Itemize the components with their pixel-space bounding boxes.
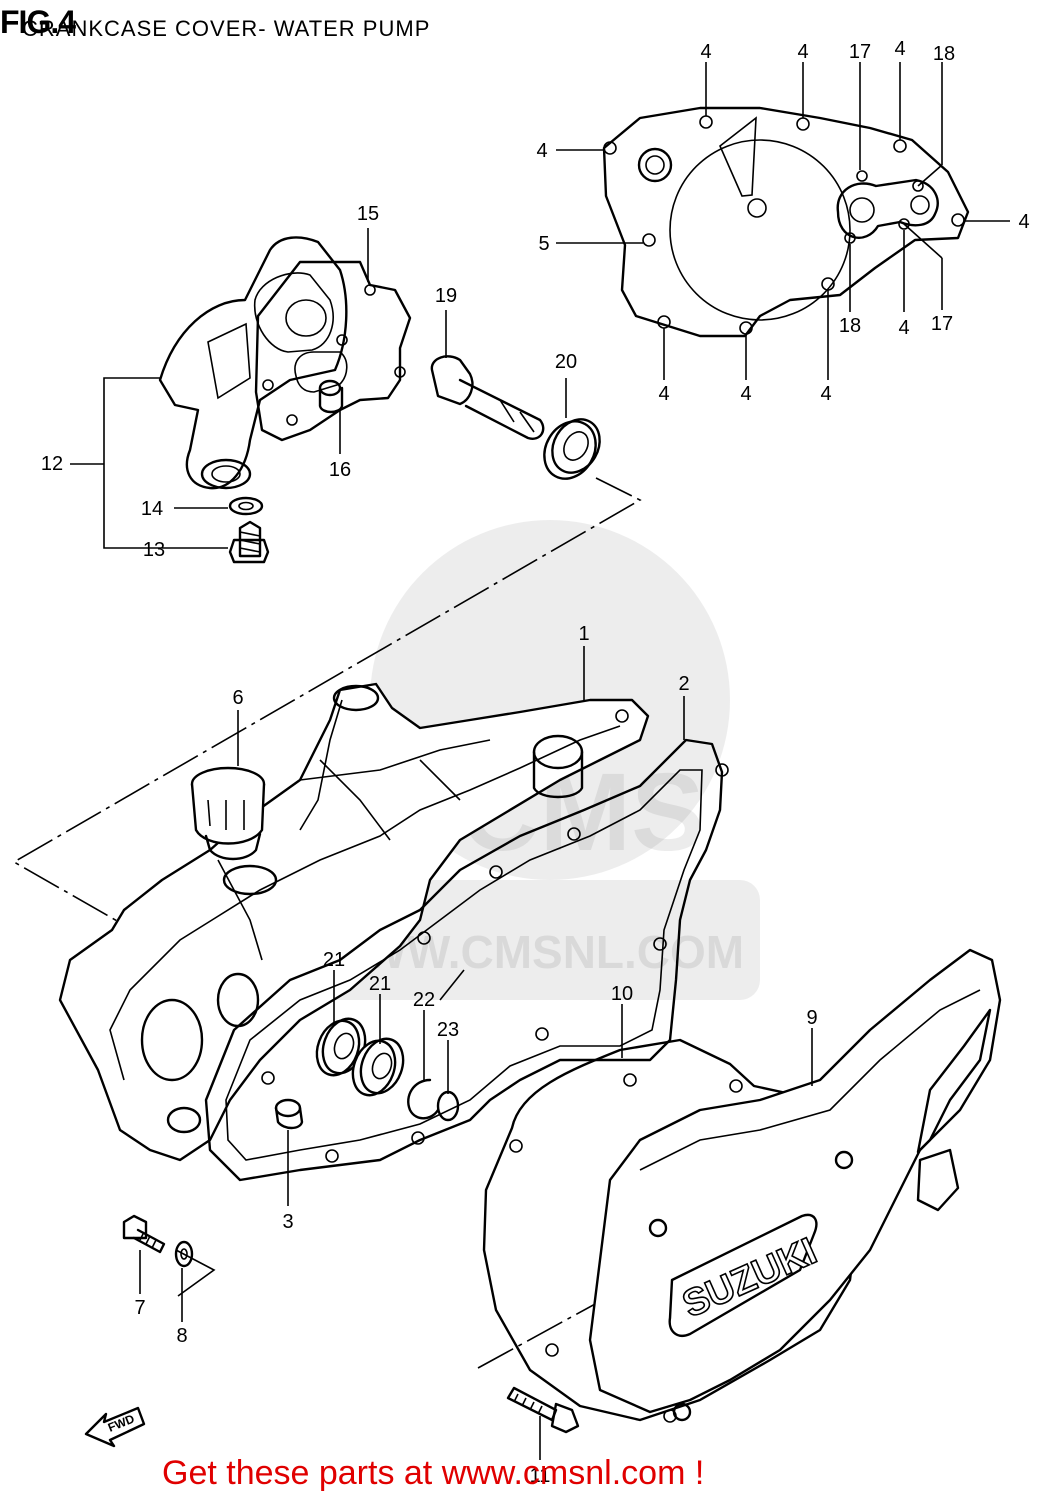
seal-part-20: [543, 378, 601, 480]
callout-17: 17: [849, 41, 871, 63]
bolt-part-13: [228, 520, 270, 564]
callout-20: 20: [555, 351, 577, 373]
callout-4: 4: [1018, 211, 1029, 233]
callout-15: 15: [357, 203, 379, 225]
gasket-part-15: [254, 228, 412, 442]
bolt-part-7: [122, 1214, 166, 1294]
dowel-part-3: [274, 1098, 304, 1206]
pin-part-16: [318, 379, 344, 454]
oil-cap-part-6: [190, 710, 266, 861]
callout-11: 11: [530, 1465, 551, 1487]
callout-13: 13: [143, 539, 165, 561]
callout-18: 18: [839, 315, 861, 337]
callout-16: 16: [329, 459, 351, 481]
callout-4: 4: [820, 383, 831, 405]
callout-23: 23: [437, 1019, 459, 1041]
impeller-part-19: [430, 310, 545, 440]
callout-5: 5: [538, 233, 549, 255]
callout-22: 22: [413, 989, 435, 1011]
callout-labels: 4 4 17 4 18 4 4 5 18 4 17 4 4 4 15 19 20…: [41, 38, 1030, 1487]
callout-14: 14: [141, 498, 163, 520]
water-pump-cover-part-12: [158, 236, 348, 490]
washer-part-14: [174, 496, 264, 516]
callout-2: 2: [678, 673, 689, 695]
fwd-direction-arrow: FWD: [84, 1406, 146, 1448]
bolt-part-11: [506, 1386, 580, 1460]
callout-6: 6: [232, 687, 243, 709]
callout-21: 21: [323, 949, 345, 971]
clutch-cover-part-9: SUZUKI: [588, 948, 1002, 1422]
bearing-part-21b: [351, 994, 405, 1097]
figure-id: FIG.4: [0, 4, 76, 40]
washer-part-8: [174, 1240, 194, 1322]
ring-part-23: [436, 1040, 460, 1122]
circlip-part-22: [407, 969, 465, 1120]
callout-1: 1: [578, 623, 589, 645]
callout-4: 4: [898, 317, 909, 339]
figure-title: CRANKCASE COVER- WATER PUMP: [22, 16, 431, 41]
callout-9: 9: [806, 1007, 817, 1029]
callout-8: 8: [176, 1325, 187, 1347]
callout-4: 4: [740, 383, 751, 405]
gasket-part-10: [482, 1004, 862, 1423]
callout-18: 18: [933, 43, 955, 65]
callout-10: 10: [611, 983, 633, 1005]
callout-4: 4: [658, 383, 669, 405]
bracket-12: [70, 377, 228, 549]
crankcase-cover-part-1: [58, 646, 650, 1162]
callout-17: 17: [931, 313, 953, 335]
callout-4: 4: [536, 140, 547, 162]
gasket-part-2: [204, 696, 729, 1182]
callout-4: 4: [797, 41, 808, 63]
callout-19: 19: [435, 285, 457, 307]
callout-4: 4: [894, 38, 905, 60]
callout-12: 12: [41, 453, 63, 475]
promo-link[interactable]: Get these parts at www.cmsnl.com !: [162, 1454, 705, 1492]
callout-7: 7: [134, 1297, 145, 1319]
callout-21: 21: [369, 973, 391, 995]
callout-3: 3: [282, 1211, 293, 1233]
gasket-part-5: [556, 62, 1010, 380]
callout-4: 4: [700, 41, 711, 63]
